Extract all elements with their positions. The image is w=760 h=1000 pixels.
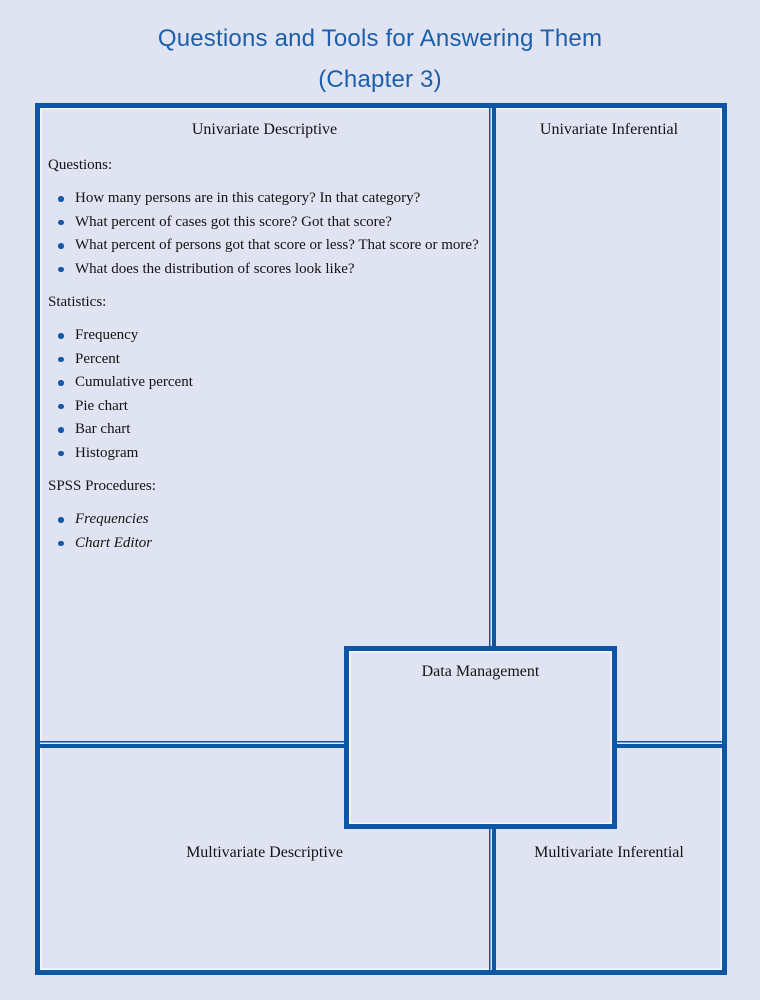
list-item: Frequency [40, 324, 482, 348]
list-item: Frequencies [40, 508, 482, 532]
questions-section-label: Questions: [48, 157, 113, 173]
list-item: Histogram [40, 442, 482, 466]
horizontal-divider-right [617, 741, 722, 748]
list-item: Chart Editor [40, 532, 482, 556]
list-item: Bar chart [40, 418, 482, 442]
list-item: Percent [40, 348, 482, 372]
figure-title-line2: (Chapter 3) [318, 66, 442, 93]
spss-procedures-list: Frequencies Chart Editor [40, 508, 482, 555]
data-management-title: Data Management [421, 663, 540, 680]
list-item: Cumulative percent [40, 371, 482, 395]
quadrant-title-multivariate-inferential: Multivariate Inferential [534, 844, 684, 861]
list-item: What does the distribution of scores loo… [40, 258, 482, 282]
spss-procedures-section-label: SPSS Procedures: [48, 478, 156, 494]
horizontal-divider-left [40, 741, 344, 748]
data-management-box: Data Management [344, 646, 617, 829]
statistics-list: Frequency Percent Cumulative percent Pie… [40, 324, 482, 465]
statistics-section-label: Statistics: [48, 294, 107, 310]
vertical-divider-top [489, 108, 496, 647]
list-item: What percent of persons got that score o… [40, 234, 482, 258]
questions-list: How many persons are in this category? I… [40, 187, 482, 281]
list-item: Pie chart [40, 395, 482, 419]
figure-title-line1: Questions and Tools for Answering Them [157, 25, 603, 52]
figure-title: Questions and Tools for Answering Them (… [0, 18, 760, 100]
quadrant-title-multivariate-descriptive: Multivariate Descriptive [186, 844, 343, 861]
vertical-divider-bottom [489, 829, 496, 970]
quadrant-grid-frame [35, 103, 727, 975]
quadrant-title-univariate-inferential: Univariate Inferential [539, 121, 679, 138]
list-item: How many persons are in this category? I… [40, 187, 482, 211]
quadrant-title-univariate-descriptive: Univariate Descriptive [191, 121, 338, 138]
univariate-descriptive-content: Questions: How many persons are in this … [40, 145, 482, 555]
list-item: What percent of cases got this score? Go… [40, 211, 482, 235]
